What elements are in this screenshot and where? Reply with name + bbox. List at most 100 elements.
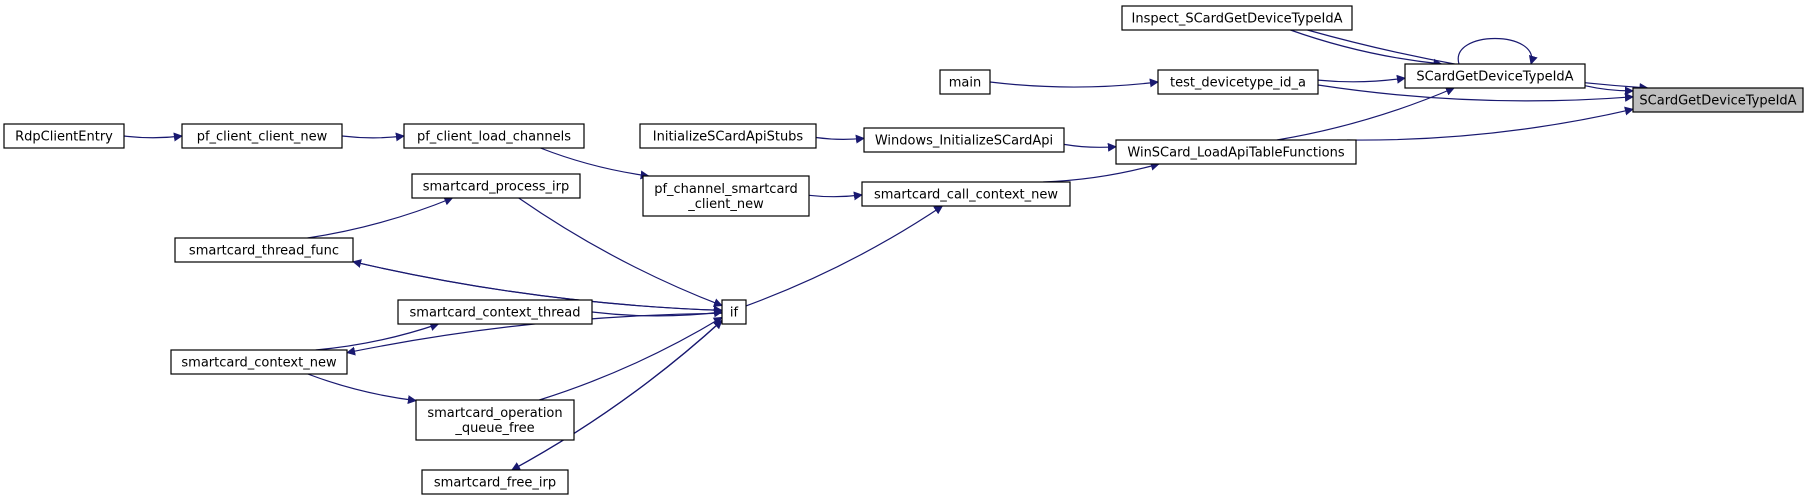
node-box (174, 237, 354, 263)
edge-line (307, 196, 454, 239)
edge-thread_func-to-process_irp (307, 196, 454, 239)
node-process-irp[interactable]: smartcard_process_irp (411, 173, 581, 199)
edge-pf_client_new-to-pf_load_channels (341, 132, 405, 142)
node-label: RdpClientEntry (15, 130, 113, 145)
node-label: smartcard_process_irp (423, 180, 570, 195)
node-box (397, 299, 593, 325)
nodes-layer: SCardGetDeviceTypeIdA Inspect_SCardGetDev… (3, 5, 1804, 495)
node-box (415, 399, 575, 441)
edge-line (539, 316, 723, 401)
edge-scard_impl-to-focus (1584, 85, 1634, 96)
edge-main-to-test_devicetype (989, 78, 1159, 88)
node-box (170, 349, 348, 375)
edge-line (989, 78, 1159, 88)
node-label: InitializeSCardApiStubs (653, 130, 804, 145)
edge-test_devicetype-to-focus (1317, 84, 1634, 102)
edge-process_irp-to-if_node (518, 197, 723, 307)
edge-op_queue_free-to-if_node (539, 316, 723, 401)
edge-pf_load_channels-to-pf_channel_sc (540, 147, 650, 180)
edge-line (745, 205, 944, 307)
node-main[interactable]: main (939, 69, 991, 95)
edge-line (1043, 161, 1160, 183)
node-thread-func[interactable]: smartcard_thread_func (174, 237, 354, 263)
node-label: smartcard_call_context_new (874, 188, 1058, 203)
edge-line (1317, 84, 1634, 102)
edge-line (341, 132, 405, 142)
node-pf-load-channels[interactable]: pf_client_load_channels (403, 123, 585, 149)
node-if-node[interactable]: if (721, 299, 747, 325)
node-label: Windows_InitializeSCardApi (875, 134, 1053, 149)
edge-line (352, 259, 723, 311)
node-label: if (730, 306, 739, 321)
edge-line (1290, 29, 1443, 68)
node-label: main (949, 76, 981, 91)
node-scard-impl[interactable]: SCardGetDeviceTypeIdA (1404, 63, 1586, 89)
node-init-stubs[interactable]: InitializeSCardApiStubs (639, 123, 817, 149)
edge-line (518, 197, 723, 307)
edge-pf_channel_sc-to-call_ctx_new (808, 191, 863, 201)
edge-line (1063, 142, 1117, 152)
node-label: SCardGetDeviceTypeIdA (1416, 70, 1573, 85)
node-test-devicetype[interactable]: test_devicetype_id_a (1157, 69, 1319, 95)
node-winscard-load[interactable]: WinSCard_LoadApiTableFunctions (1115, 139, 1357, 165)
edge-line (307, 373, 417, 405)
node-label: WinSCard_LoadApiTableFunctions (1127, 146, 1344, 161)
edge-test_devicetype-to-scard_impl (1317, 74, 1406, 84)
node-label: smartcard_operation (427, 406, 562, 421)
edge-free_irp-to-if_node (511, 319, 723, 471)
edge-line (1457, 38, 1538, 65)
node-label: smartcard_context_new (181, 356, 337, 371)
edge-call_ctx_new-to-winscard_load (1043, 161, 1160, 183)
edge-line (511, 320, 723, 471)
edge-line (1317, 74, 1406, 84)
node-op-queue-free[interactable]: smartcard_operation_queue_free (415, 399, 575, 441)
node-label: smartcard_free_irp (434, 476, 556, 491)
node-ctx-new[interactable]: smartcard_context_new (170, 349, 348, 375)
node-call-ctx-new[interactable]: smartcard_call_context_new (861, 181, 1071, 207)
node-free-irp[interactable]: smartcard_free_irp (421, 469, 569, 495)
node-label: test_devicetype_id_a (1170, 76, 1306, 91)
node-box (1115, 139, 1357, 165)
edge-line (1584, 85, 1634, 96)
node-inspect[interactable]: Inspect_SCardGetDeviceTypeIdA (1121, 5, 1353, 31)
node-box (403, 123, 585, 149)
edge-init_stubs-to-win_init (815, 134, 865, 144)
node-label: pf_client_load_channels (417, 130, 571, 145)
node-label: SCardGetDeviceTypeIdA (1639, 94, 1796, 109)
node-box (1632, 87, 1804, 113)
node-box (3, 123, 125, 149)
node-pf-channel-sc[interactable]: pf_channel_smartcard_client_new (642, 175, 810, 217)
node-pf-client-new[interactable]: pf_client_client_new (181, 123, 343, 149)
edge-line (123, 132, 183, 142)
node-box (939, 69, 991, 95)
edge-ctx_new-to-op_queue_free (307, 373, 417, 405)
edge-winscard_load-to-scard_impl (1276, 87, 1455, 141)
node-ctx-thread[interactable]: smartcard_context_thread (397, 299, 593, 325)
node-focus[interactable]: SCardGetDeviceTypeIdA (1632, 87, 1804, 113)
node-box (421, 469, 569, 495)
edge-line (511, 319, 723, 471)
node-box (642, 175, 810, 217)
node-box (181, 123, 343, 149)
edge-line (315, 322, 440, 351)
node-label: Inspect_SCardGetDeviceTypeIdA (1132, 12, 1343, 27)
node-box (1157, 69, 1319, 95)
edge-ctx_new-to-ctx_thread (315, 322, 440, 351)
edge-winscard_load-to-focus (1347, 106, 1634, 141)
edge-line (1347, 106, 1634, 141)
node-box (861, 181, 1071, 207)
node-label: smartcard_context_thread (410, 306, 581, 321)
edge-scard_impl-to-scard_impl (1457, 38, 1538, 65)
node-label: smartcard_thread_func (189, 244, 339, 259)
edge-line (1276, 87, 1455, 141)
node-rdp-entry[interactable]: RdpClientEntry (3, 123, 125, 149)
node-label: _client_new (687, 197, 764, 212)
node-win-init[interactable]: Windows_InitializeSCardApi (863, 127, 1065, 153)
edge-line (815, 134, 865, 144)
node-box (721, 299, 747, 325)
node-label: pf_channel_smartcard (654, 182, 798, 197)
node-box (639, 123, 817, 149)
edge-if_node-to-call_ctx_new (745, 205, 944, 307)
node-box (411, 173, 581, 199)
